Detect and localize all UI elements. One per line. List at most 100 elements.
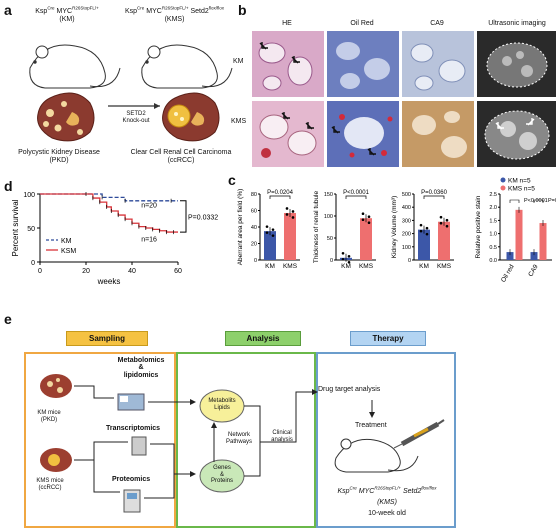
survival-ytick-label: 0: [31, 260, 35, 267]
survival-ytick-label: 50: [27, 226, 35, 233]
histology-grid: [252, 31, 556, 167]
bar-datapoint: [419, 223, 423, 227]
bar-ytick-label: 100: [324, 214, 333, 220]
bar-datapoint: [419, 229, 423, 233]
survival-n-kms: n=16: [141, 237, 157, 244]
km-genotype: KspCre MYCR26StopFL/+ (KM): [35, 5, 99, 24]
therapy-genotype: KspCre MYCR26StopFL/+ Setd2flox/flox: [337, 485, 437, 495]
bar-ytick-label: 150: [324, 192, 333, 198]
panel-d-label: d: [4, 178, 13, 194]
bar-datapoint: [367, 221, 371, 224]
bar-datapoint: [265, 231, 269, 234]
bar-pvalue: P<0.0001: [343, 190, 370, 196]
panel-c-label: c: [228, 172, 236, 188]
ccrcc-kidney-icon: [162, 92, 220, 142]
bar-kms: [360, 218, 372, 260]
group-ytick-label: 0.5: [489, 245, 497, 251]
metabolomics-label: Metabolomics&lipidomics: [117, 357, 165, 379]
col-ultrasound: Ultrasonic imaging: [488, 20, 546, 27]
pkd-caption: Polycystic Kidney Disease (PKD): [18, 149, 100, 165]
therapy-mouse-icon: [334, 438, 419, 473]
bar-pvalue: P=0.0204: [267, 190, 294, 196]
bar-category-label: KMS: [359, 263, 374, 270]
kms-mouse-icon: [141, 44, 233, 89]
bar-datapoint: [291, 210, 295, 213]
bar-p-bracket: [269, 195, 291, 199]
bar-datapoint: [265, 225, 269, 228]
bar-datapoint: [285, 213, 289, 216]
bar-kms: [438, 221, 450, 260]
group-legend-swatch: [500, 185, 506, 191]
bar-km: [264, 231, 276, 260]
survival-xtick-label: 60: [174, 268, 182, 275]
survival-xtick-label: 20: [82, 268, 90, 275]
panel-e-label: e: [4, 311, 12, 327]
bar-ytick-label: 20: [251, 242, 257, 248]
col-he: HE: [282, 20, 292, 27]
bar-ylabel: Aberrant area per field (%): [237, 189, 244, 266]
bar-ytick-label: 0: [408, 258, 411, 264]
bar-datapoint: [367, 215, 371, 218]
kms-mice-label: KMS mice(ccRCC): [36, 478, 64, 491]
bar-datapoint: [347, 261, 351, 264]
bar-datapoint: [341, 258, 345, 261]
group-bar-km: [530, 252, 538, 260]
header-analysis: Analysis: [225, 331, 301, 346]
bar-datapoint: [425, 226, 429, 230]
bar-ytick-label: 100: [402, 245, 411, 251]
bar-ytick-label: 200: [402, 232, 411, 238]
therapy-abbr: (KMS): [377, 499, 397, 506]
survival-p-bracket: [180, 200, 187, 233]
survival-xtick-label: 0: [38, 268, 42, 275]
bar-datapoint: [271, 234, 275, 237]
group-ylabel: Relative positive stain: [475, 195, 482, 258]
ca9-kms-image: [402, 101, 474, 167]
bar-category-label: KMS: [437, 263, 452, 270]
group-bar-km: [506, 252, 514, 260]
header-therapy: Therapy: [350, 331, 426, 346]
ultrasound-km-image: [477, 31, 556, 97]
transcriptomics-label: Transcriptomics: [106, 425, 161, 432]
bar-p-bracket: [423, 195, 445, 199]
group-p-bracket: [533, 199, 544, 203]
survival-n-km: n=20: [141, 203, 157, 210]
km-mice-label: KM mice(PKD): [37, 410, 61, 423]
bar-ytick-label: 0: [254, 258, 257, 264]
survival-ytick-label: 100: [23, 192, 35, 199]
bar-datapoint: [425, 232, 429, 236]
survival-line-ksm: [40, 193, 178, 233]
bar-ytick-label: 400: [402, 205, 411, 211]
group-ytick-label: 2.0: [489, 205, 497, 211]
survival-pvalue: P=0.0332: [188, 214, 218, 221]
group-legend-label: KM n=5: [508, 178, 531, 185]
bar-p-bracket: [345, 195, 367, 199]
bar-datapoint: [439, 215, 443, 219]
workflow-graphics: [40, 374, 445, 513]
bar-kms: [284, 212, 296, 260]
survival-legend-label: KM: [61, 238, 72, 245]
group-ytick-label: 2.5: [489, 192, 497, 198]
bar-datapoint: [361, 218, 365, 221]
sampling-frame: [24, 352, 176, 528]
bar-category-label: KM: [419, 263, 429, 270]
panel-b-label: b: [238, 2, 247, 18]
survival-ylabel: Percent survival: [11, 199, 20, 256]
bar-ytick-label: 40: [251, 225, 257, 231]
bar-ytick-label: 300: [402, 218, 411, 224]
ccrcc-caption: Clear Cell Renal Cell Carcinoma (ccRCC): [130, 149, 232, 165]
ultrasound-kms-image: [477, 101, 556, 167]
proteomics-label: Proteomics: [112, 476, 151, 483]
bar-datapoint: [285, 207, 289, 210]
bar-category-label: KM: [265, 263, 275, 270]
group-p-bracket: [509, 199, 520, 203]
group-pvalue: P=0.0009: [548, 198, 556, 204]
kms-genotype: KspCre MYCR26StopFL/+ Setd2flox/flox (KM…: [124, 5, 224, 24]
sequencer-icon: [131, 436, 147, 456]
drug-target-label: Drug target analysis: [318, 386, 381, 393]
bar-ytick-label: 80: [251, 192, 257, 198]
bar-datapoint: [361, 212, 365, 215]
group-bar-kms: [515, 209, 523, 260]
km-mouse-icon: [29, 44, 121, 89]
